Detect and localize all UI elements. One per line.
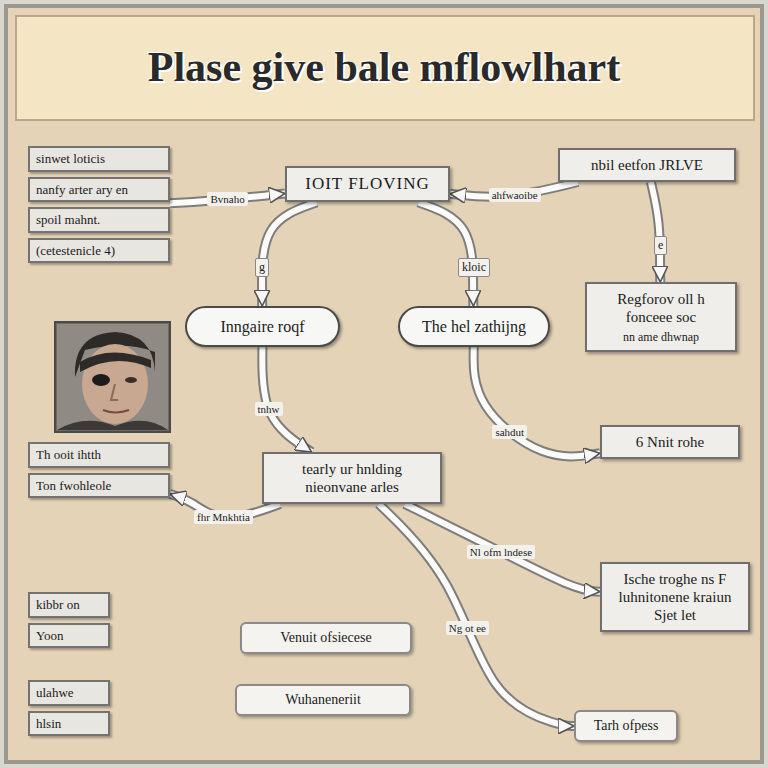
node-text: Wuhaneneriit: [247, 692, 399, 708]
ribbon-connector: [651, 182, 660, 282]
node-text: kibbr on: [28, 592, 110, 618]
node-text: tearly ur hnlding nieonvane arles: [272, 460, 432, 496]
ribbon-fill: [474, 347, 600, 456]
banner-box: Tarh ofpess: [574, 710, 678, 742]
note-stack: ulahwe hlsin: [28, 680, 110, 741]
eye: [125, 377, 137, 383]
ribbon-fill: [262, 202, 317, 306]
fringe: [80, 352, 151, 372]
terminal-pill: Inngaire roqf: [185, 306, 340, 347]
process-box: tearly ur hnlding nieonvane arles: [262, 452, 442, 504]
edge-label: Nl ofm lndese: [467, 545, 535, 559]
node-text: spoil mahnt.: [28, 207, 170, 233]
eye-patch: [92, 374, 110, 386]
portrait-ground: [57, 324, 168, 430]
portrait: [55, 322, 170, 432]
ribbon-fill: [262, 347, 311, 452]
terminal-pill: The hel zathijng: [398, 306, 550, 347]
process-box: 6 Nnit rohe: [600, 425, 740, 459]
banner-box: Venuit ofsiecese: [240, 622, 412, 654]
ribbon-outline: [405, 504, 600, 592]
ribbon-connector: [262, 347, 311, 452]
ribbon-outline: [651, 182, 660, 282]
ribbon-fill: [651, 182, 660, 282]
node-text: nn ame dhwnap: [595, 330, 727, 344]
node-text: Regforov oll h fonceee soc: [595, 290, 727, 326]
edge-label: sahdut: [492, 425, 527, 439]
process-box: Ische troghe ns F luhnitonene kraiun Sje…: [600, 562, 750, 632]
note-stack: kibbr on Yoon: [28, 592, 110, 653]
edge-label: tnhw: [255, 402, 283, 416]
node-text: Th ooit ihtth: [28, 442, 170, 468]
edge-label: Bvnaho: [207, 192, 247, 206]
tag-label: g: [255, 258, 269, 277]
node-text: ulahwe: [28, 680, 110, 706]
node-text: The hel zathijng: [414, 317, 534, 336]
node-text: Ische troghe ns F luhnitonene kraiun Sje…: [610, 570, 740, 624]
node-text: hlsin: [28, 711, 110, 737]
node-text: (cetestenicle 4): [28, 238, 170, 264]
process-box: Regforov oll h fonceee soc nn ame dhwnap: [585, 282, 737, 352]
node-text: sinwet loticis: [28, 146, 170, 172]
tag-label: e: [654, 236, 667, 255]
ribbon-fill: [418, 202, 473, 306]
node-text: Ton fwohleole: [28, 473, 170, 499]
node-text: Inngaire roqf: [201, 317, 324, 336]
note-stack: Th ooit ihtthTon fwohleole: [28, 442, 170, 503]
nose: [111, 384, 118, 400]
edge-label: ahfwaoibe: [489, 188, 541, 202]
process-box: nbil eetfon JRLVE: [558, 148, 736, 182]
ribbon-connector: [405, 504, 600, 592]
process-box: IOIT FLOVING: [285, 166, 450, 202]
ribbon-outline: [262, 202, 317, 306]
mouth: [103, 410, 129, 413]
shoulders: [57, 421, 168, 430]
node-text: nbil eetfon JRLVE: [568, 156, 726, 174]
node-text: 6 Nnit rohe: [610, 433, 730, 451]
note-stack: sinwet loticis nanfy arter ary en spoil ma…: [28, 146, 170, 268]
node-text: IOIT FLOVING: [295, 174, 440, 194]
banner-box: Wuhaneneriit: [235, 684, 411, 716]
tag-label: kloic: [458, 258, 490, 277]
ribbon-connector: [418, 202, 473, 306]
diagram-title: Plase give bale mflowlhart: [15, 15, 753, 119]
ribbon-outline: [474, 347, 600, 456]
node-text: Venuit ofsiecese: [252, 630, 400, 646]
ribbon-connector: [262, 202, 317, 306]
node-text: Yoon: [28, 623, 110, 649]
portrait-frame: [55, 322, 170, 432]
edge-label: Ng ot ee: [446, 621, 489, 635]
ribbon-outline: [418, 202, 473, 306]
ribbon-outline: [262, 347, 311, 452]
ribbon-connector: [474, 347, 600, 456]
node-text: nanfy arter ary en: [28, 177, 170, 203]
ribbon-fill: [405, 504, 600, 592]
node-text: Tarh ofpess: [586, 718, 666, 734]
edge-label: fhr Mnkhtia: [194, 510, 253, 524]
